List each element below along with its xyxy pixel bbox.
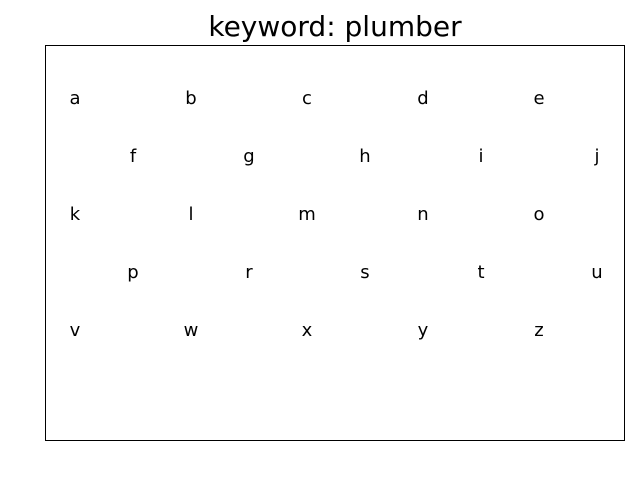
key-y[interactable]: y — [417, 320, 429, 341]
keyword-title: keyword: plumber — [208, 10, 462, 43]
key-h[interactable]: h — [359, 146, 371, 167]
key-f[interactable]: f — [129, 146, 137, 167]
key-s[interactable]: s — [360, 262, 370, 283]
key-d[interactable]: d — [417, 88, 429, 109]
key-z[interactable]: z — [534, 320, 544, 341]
key-a[interactable]: a — [69, 88, 81, 109]
key-u[interactable]: u — [591, 262, 603, 283]
key-i[interactable]: i — [478, 146, 484, 167]
key-m[interactable]: m — [298, 204, 316, 225]
key-l[interactable]: l — [188, 204, 194, 225]
key-e[interactable]: e — [533, 88, 545, 109]
key-x[interactable]: x — [301, 320, 313, 341]
key-t[interactable]: t — [477, 262, 485, 283]
key-g[interactable]: g — [243, 146, 255, 167]
key-k[interactable]: k — [69, 204, 81, 225]
key-w[interactable]: w — [183, 320, 199, 341]
key-v[interactable]: v — [69, 320, 81, 341]
key-j[interactable]: j — [594, 146, 600, 167]
key-p[interactable]: p — [127, 262, 139, 283]
key-c[interactable]: c — [302, 88, 312, 109]
key-n[interactable]: n — [417, 204, 429, 225]
key-o[interactable]: o — [533, 204, 545, 225]
key-r[interactable]: r — [245, 262, 253, 283]
key-b[interactable]: b — [185, 88, 197, 109]
letter-board: a b c d e f g h i j k l m n o p r s t u … — [45, 45, 625, 441]
